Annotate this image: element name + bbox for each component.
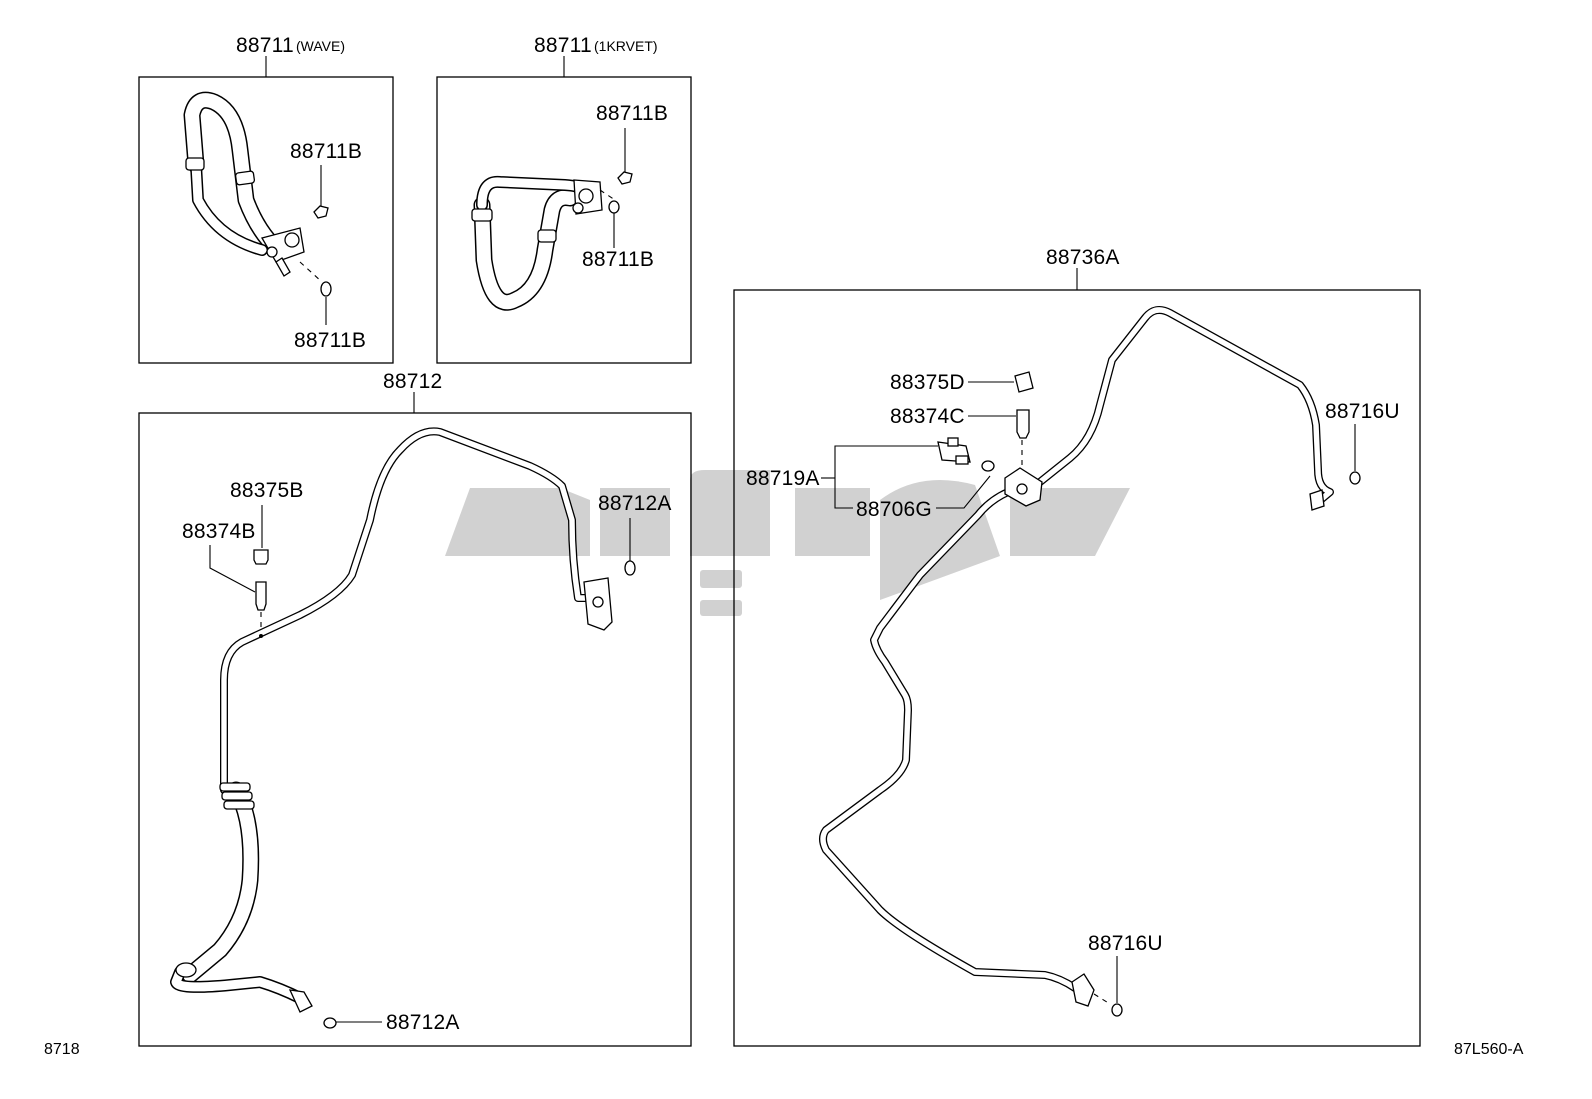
oring-88711b-icon (608, 200, 620, 214)
part-label: 88712A (598, 492, 672, 515)
group-variant-hose-1krvet: (1KRVET) (594, 38, 658, 54)
part-label: 88716U (1088, 932, 1163, 955)
group-code-pipe-main: 88712 (383, 370, 442, 393)
part-label: 88374B (182, 520, 256, 543)
oring-88716u-icon (1349, 471, 1361, 485)
service-valve-cap-icon (1014, 371, 1034, 393)
part-label: 88712A (386, 1011, 460, 1034)
part-label: 88716U (1325, 400, 1400, 423)
pipe-main-drawing (170, 427, 613, 1013)
watermark-logo (445, 470, 1130, 616)
group-code-hose-wave: 88711 (236, 34, 294, 57)
group-code-hose-1krvet: 88711 (534, 34, 592, 57)
part-label: 88711B (582, 248, 654, 271)
group-code-pipe-liquid: 88736A (1046, 246, 1120, 269)
part-label: 88711B (596, 102, 668, 125)
footer-right-code: 87L560-A (1454, 1041, 1524, 1058)
frame-hose-wave (138, 76, 394, 364)
oring-88716u-icon (1111, 1003, 1123, 1017)
hose-wave-drawing (183, 91, 305, 277)
part-label: 88711B (290, 140, 362, 163)
oring-88706g-icon (981, 460, 995, 472)
frame-pipe-main (138, 412, 692, 1047)
pipe-liquid-drawing (819, 305, 1334, 1007)
part-label: 88706G (856, 498, 932, 521)
oring-88712a-icon (624, 560, 636, 576)
group-variant-hose-wave: (WAVE) (296, 38, 345, 54)
part-label: 88719A (746, 467, 820, 490)
part-label: 88374C (890, 405, 965, 428)
hose-1krvet-drawing (471, 175, 603, 311)
part-label: 88375B (230, 479, 304, 502)
oring-88711b-icon (617, 171, 633, 185)
charge-valve-icon (1016, 409, 1030, 439)
service-valve-cap-icon (253, 549, 269, 565)
footer-left-code: 8718 (44, 1041, 80, 1058)
oring-88711b-icon (313, 205, 329, 219)
part-label: 88711B (294, 329, 366, 352)
charge-valve-icon (255, 581, 267, 611)
oring-88712a-icon (323, 1017, 337, 1029)
frame-pipe-liquid (733, 289, 1421, 1047)
oring-88711b-icon (320, 281, 332, 297)
part-label: 88375D (890, 371, 965, 394)
